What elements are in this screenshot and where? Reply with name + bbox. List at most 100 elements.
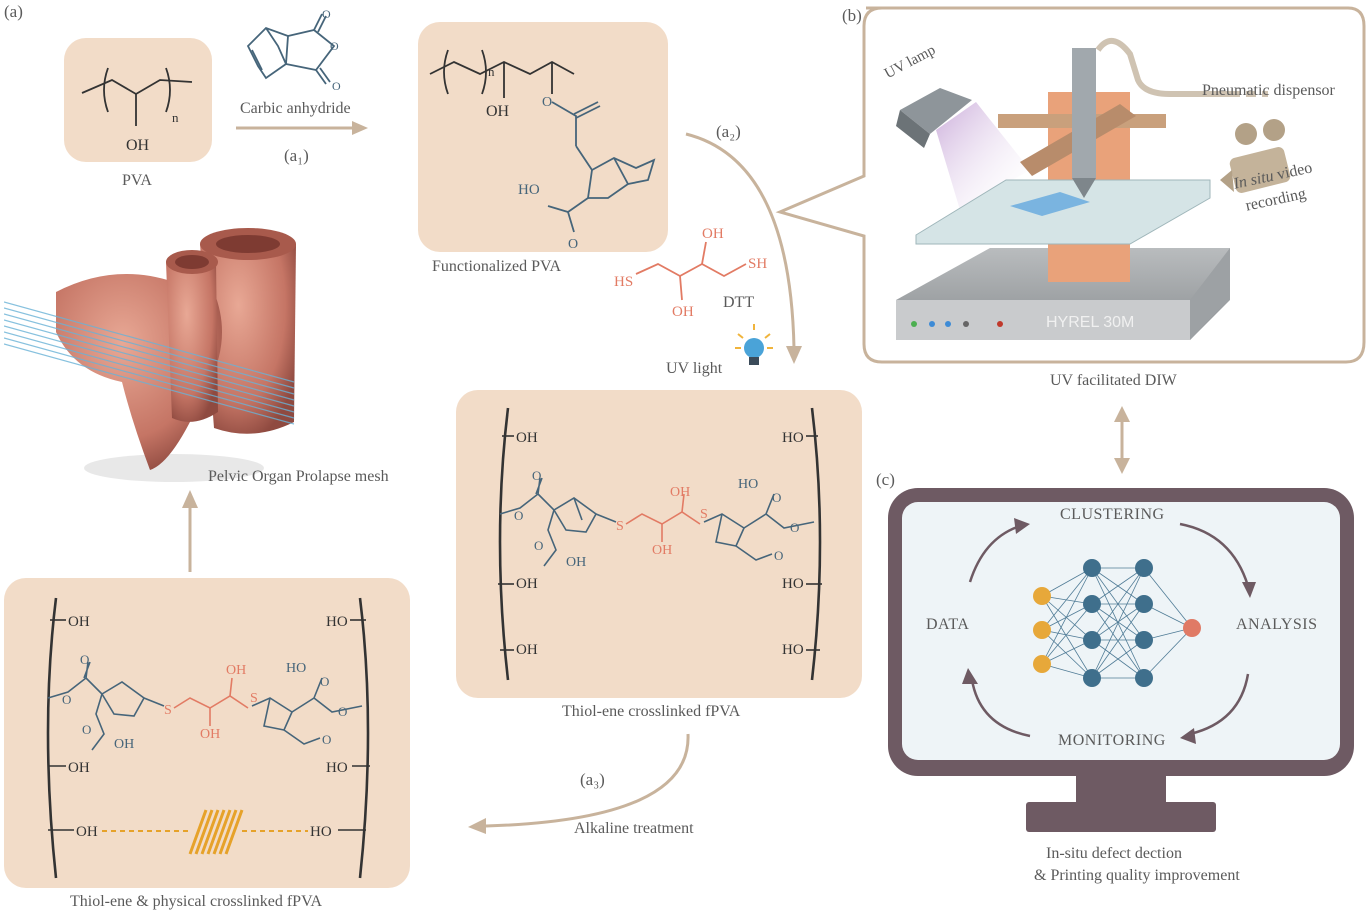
svg-text:OH: OH	[76, 824, 98, 840]
svg-text:O: O	[772, 490, 781, 505]
svg-text:OH: OH	[702, 226, 724, 242]
panel-label-a: (a)	[4, 2, 23, 21]
svg-text:O: O	[330, 39, 339, 53]
uv-light-label: UV light	[666, 360, 723, 377]
nn-edge	[1091, 603, 1145, 679]
dtt-hs: HS	[614, 274, 633, 290]
fpva-n: n	[488, 64, 495, 79]
svg-text:O: O	[322, 7, 331, 21]
physical-crosslink-structure: OH OH OH HO HO HO S S OH OH O O O OH HO …	[46, 597, 370, 879]
svg-text:O: O	[332, 79, 341, 93]
nn-node	[1135, 595, 1153, 613]
nn-edge	[1041, 639, 1093, 665]
nn-edge	[1041, 567, 1093, 665]
nn-node	[1033, 655, 1051, 673]
pneumatic-dispensor-label: Pneumatic dispensor	[1202, 82, 1335, 99]
svg-text:S: S	[700, 507, 708, 522]
thiol-ene-structure: OH OH OH HO HO HO S S OH OH O O O OH HO …	[498, 407, 822, 681]
monitoring-label: MONITORING	[1058, 732, 1166, 749]
svg-text:O: O	[568, 237, 578, 252]
thiol-ene-box	[456, 390, 862, 698]
nn-edge	[1041, 595, 1093, 679]
nn-node	[1135, 669, 1153, 687]
svg-text:O: O	[338, 704, 347, 719]
svg-text:HO: HO	[326, 760, 348, 776]
dtt-structure: HS SH OH OH	[614, 226, 767, 320]
data-label: DATA	[926, 616, 970, 633]
mesh-label: Pelvic Organ Prolapse mesh	[208, 468, 389, 485]
physical-crosslink-label: Thiol-ene & physical crosslinked fPVA	[70, 893, 323, 910]
analysis-label: ANALYSIS	[1236, 616, 1318, 633]
clustering-label: CLUSTERING	[1060, 506, 1165, 523]
panel-label-b: (b)	[842, 6, 862, 25]
dtt-label: DTT	[723, 294, 755, 311]
nn-node	[1033, 587, 1051, 605]
svg-text:O: O	[62, 692, 71, 707]
svg-text:HO: HO	[782, 430, 804, 446]
svg-text:OH: OH	[672, 304, 694, 320]
pva-structure: n OH	[81, 67, 193, 154]
svg-text:O: O	[532, 468, 541, 483]
pva-oh: OH	[126, 137, 150, 154]
arrow-up-mesh	[182, 490, 198, 572]
monitor-caption-1: In-situ defect dection	[1046, 845, 1182, 862]
dtt-sh: SH	[748, 256, 767, 272]
svg-text:HO: HO	[782, 642, 804, 658]
nn-edge	[1041, 567, 1093, 631]
nn-node	[1083, 559, 1101, 577]
svg-text:OH: OH	[114, 737, 134, 752]
nn-edge	[1091, 567, 1145, 605]
monitor	[888, 488, 1354, 832]
svg-text:O: O	[322, 732, 331, 747]
svg-text:O: O	[534, 538, 543, 553]
nn-edge	[1143, 567, 1193, 629]
svg-text:S: S	[616, 519, 624, 534]
step-a3: (a₃)	[580, 770, 605, 789]
svg-text:HO: HO	[782, 576, 804, 592]
svg-text:O: O	[320, 674, 329, 689]
thiol-ene-label: Thiol-ene crosslinked fPVA	[562, 703, 741, 720]
svg-text:HO: HO	[310, 824, 332, 840]
nn-node	[1083, 669, 1101, 687]
svg-text:OH: OH	[566, 555, 586, 570]
svg-text:OH: OH	[486, 103, 510, 120]
svg-text:O: O	[514, 508, 523, 523]
step-a2: (a₂)	[716, 122, 741, 141]
svg-text:S: S	[164, 703, 172, 718]
svg-text:OH: OH	[652, 543, 672, 558]
svg-text:HO: HO	[326, 614, 348, 630]
lightbulb-icon	[735, 324, 773, 365]
svg-text:OH: OH	[68, 614, 90, 630]
nn-edge	[1041, 567, 1093, 597]
svg-text:OH: OH	[226, 663, 246, 678]
nn-edge	[1041, 603, 1093, 665]
nn-node	[1083, 595, 1101, 613]
svg-text:OH: OH	[200, 727, 220, 742]
pva-n: n	[172, 110, 179, 125]
svg-text:OH: OH	[670, 485, 690, 500]
nn-edge	[1041, 603, 1093, 631]
arrow-a3	[468, 733, 690, 834]
nn-node	[1083, 631, 1101, 649]
svg-text:OH: OH	[516, 642, 538, 658]
svg-text:OH: OH	[68, 760, 90, 776]
printer-brand: HYREL 30M	[1046, 314, 1135, 331]
svg-text:O: O	[774, 548, 783, 563]
arrow-a1	[236, 121, 368, 135]
step-a1: (a₁)	[284, 146, 309, 165]
carbic-anhydride-label: Carbic anhydride	[240, 100, 351, 117]
svg-text:HO: HO	[286, 661, 306, 676]
svg-text:O: O	[790, 520, 799, 535]
nn-edge	[1143, 627, 1193, 679]
nn-edge	[1041, 629, 1093, 679]
printer-illustration	[896, 38, 1291, 340]
pva-label: PVA	[122, 172, 152, 189]
pelvic-organ-mesh-illustration	[4, 228, 296, 482]
svg-text:O: O	[82, 722, 91, 737]
svg-text:HO: HO	[738, 477, 758, 492]
camera-icon	[1220, 119, 1291, 193]
nn-edge	[1041, 595, 1093, 641]
alkaline-treatment-label: Alkaline treatment	[574, 820, 694, 837]
functionalized-pva-box	[418, 22, 668, 252]
monitor-caption-2: & Printing quality improvement	[1034, 867, 1240, 884]
